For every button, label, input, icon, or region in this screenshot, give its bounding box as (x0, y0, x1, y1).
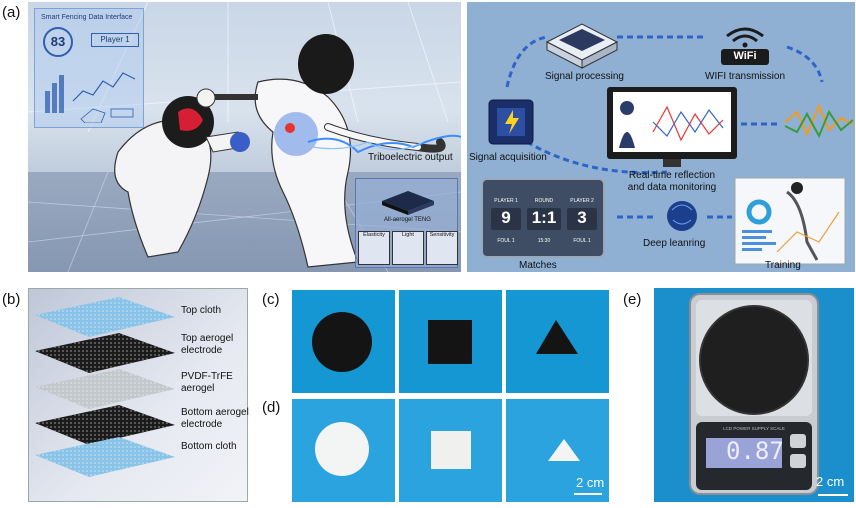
hud-title: Smart Fencing Data Interface (41, 14, 133, 21)
scoreboard-player1: PLAYER 1 (494, 198, 518, 204)
tile-d-square (399, 399, 502, 502)
scoreboard-score1: 9 (491, 208, 521, 230)
hud-charts (45, 72, 136, 123)
weighing-scale-illustration (689, 293, 819, 495)
label-pvdf: PVDF-TrFE aerogel (181, 371, 233, 394)
white-triangle-sample (548, 439, 580, 461)
hud-player: Player 1 (91, 33, 139, 47)
fencing-scene: Smart Fencing Data Interface 83 Player 1… (28, 2, 461, 272)
flow-arrows (488, 23, 854, 265)
teng-inset: All-aerogel TENG Elasticity Light Sensit… (355, 178, 458, 268)
layer-top-electrode (35, 333, 175, 373)
smart-fencing-hud: Smart Fencing Data Interface 83 Player 1 (34, 8, 144, 128)
tile-c-circle (292, 290, 395, 393)
label-signal-processing: Signal processing (545, 71, 624, 82)
scale-label-e: 2 cm (816, 474, 845, 489)
scoreboard-time: 15:30 (537, 238, 551, 244)
scoreboard-foul2: FOUL 1 (573, 238, 591, 244)
panel-label-a: (a) (2, 4, 21, 21)
scoreboard-score2: 3 (567, 208, 597, 230)
label-signal-acquisition: Signal acquisition (469, 152, 547, 163)
layer-pvdf (35, 369, 175, 409)
label-top-electrode: Top aerogel electrode (181, 333, 234, 356)
white-square-sample (431, 431, 471, 469)
tile-c-square (399, 290, 502, 393)
scene-illustration (28, 2, 461, 272)
black-square-sample (428, 320, 472, 364)
wifi-badge: WiFi (733, 50, 757, 62)
label-realtime: Real-time reflection (628, 170, 716, 181)
weighing-scale-panel: LCD POWER SUPPLY SCALE 0.87 2 cm (654, 288, 854, 502)
teng-device-icon (382, 191, 434, 215)
aerogel-disc-on-scale (700, 306, 808, 414)
label-top-cloth: Top cloth (181, 305, 222, 316)
label-matches: Matches (519, 260, 557, 271)
scale-label-cd: 2 cm (576, 475, 605, 490)
layer-bottom-electrode (35, 405, 175, 445)
scale-bar-e (818, 494, 848, 496)
property-sensitivity: Sensitivity (426, 231, 458, 265)
scoreboard-round: ROUND (534, 198, 554, 204)
tile-c-triangle (506, 290, 609, 393)
label-bottom-electrode: Bottom aerogel electrode (181, 407, 249, 430)
label-monitoring: and data monitoring (627, 182, 717, 193)
white-circle-sample (315, 422, 369, 476)
scoreboard: PLAYER 1 ROUND PLAYER 2 9 1:1 3 FOUL 1 1… (481, 178, 605, 258)
label-training: Training (765, 260, 801, 271)
label-wifi-transmission: WIFI transmission (705, 71, 786, 82)
scoreboard-player2: PLAYER 2 (570, 198, 594, 204)
scoreboard-foul1: FOUL 1 (497, 238, 515, 244)
layer-stack-illustration (35, 297, 175, 477)
property-light: Light (392, 231, 424, 265)
panel-label-b: (b) (2, 291, 21, 308)
panel-label-c: (c) (262, 291, 280, 308)
tile-d-triangle: 2 cm (506, 399, 609, 502)
hud-score: 83 (43, 27, 73, 57)
layer-bottom-cloth (35, 437, 175, 477)
label-bottom-cloth: Bottom cloth (181, 441, 237, 452)
tile-d-circle (292, 399, 395, 502)
panel-label-e: (e) (623, 291, 642, 308)
wifi-icon: WiFi (715, 22, 775, 67)
scale-bar-cd (574, 493, 602, 495)
black-triangle-sample (536, 320, 578, 354)
data-flow-panel: WiFi Signal processing WIFI transmission… (467, 2, 855, 272)
scoreboard-round-value: 1:1 (527, 208, 561, 230)
layer-top-cloth (35, 297, 175, 337)
layer-stack-panel: Top cloth Top aerogel electrode PVDF-TrF… (28, 288, 249, 502)
property-elasticity: Elasticity (358, 231, 390, 265)
scale-reading: 0.87 (726, 437, 784, 465)
panel-label-d: (d) (262, 399, 281, 416)
scale-brand: LCD POWER SUPPLY SCALE (723, 426, 785, 431)
signal-processing-chip (545, 23, 619, 69)
label-deep-learning: Deep leanring (643, 238, 706, 249)
triboelectric-output-label: Triboelectric output (368, 152, 453, 163)
teng-label: All-aerogel TENG (384, 217, 431, 223)
black-circle-sample (312, 312, 372, 372)
